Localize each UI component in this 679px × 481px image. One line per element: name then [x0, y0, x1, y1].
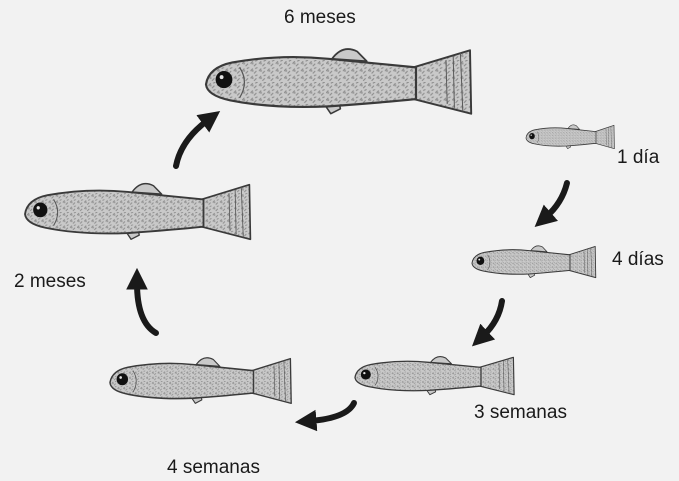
arrow-4semanas-to-2meses	[137, 283, 156, 333]
label-1-dia: 1 día	[617, 147, 659, 169]
fish-1-dia	[526, 125, 614, 149]
label-6-meses: 6 meses	[284, 7, 356, 29]
fish-2-meses	[25, 184, 250, 240]
fish-4-semanas	[110, 358, 291, 404]
arrow-3semanas-to-4semanas	[310, 403, 354, 421]
arrow-2meses-to-6meses	[176, 120, 208, 166]
label-4-dias: 4 días	[612, 249, 664, 271]
fish-3-semanas	[355, 357, 514, 395]
label-3-semanas: 3 semanas	[474, 402, 567, 424]
fish-6-meses	[206, 49, 471, 114]
label-4-semanas: 4 semanas	[167, 457, 260, 479]
arrow-4dias-to-3semanas	[483, 301, 502, 336]
arrow-1dia-to-4dias	[546, 183, 567, 217]
label-2-meses: 2 meses	[14, 271, 86, 293]
fish-4-dias	[472, 246, 596, 278]
